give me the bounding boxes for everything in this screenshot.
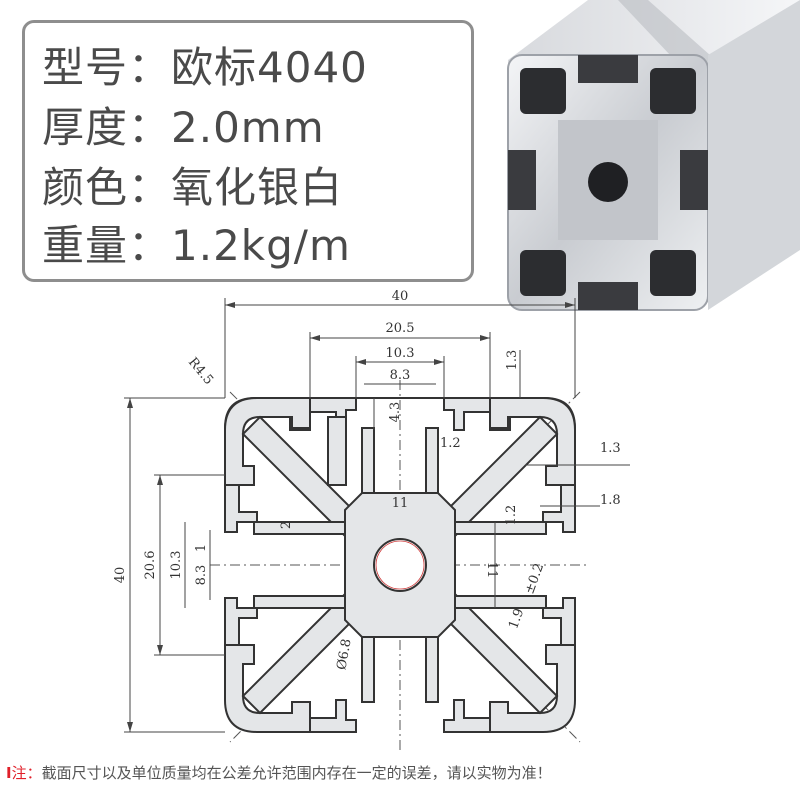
dim-side-open: 8.3 [194, 565, 209, 586]
dim-corner-radius: R4.5 [185, 355, 216, 388]
dim-lip-d: 1.2 [504, 505, 519, 526]
spec-model: 型号：欧标4040 [42, 43, 368, 92]
dim-slot-opening: 8.3 [390, 368, 411, 383]
dim-lip-b: 1.3 [600, 441, 621, 456]
product-photo [507, 0, 800, 311]
dim-diag-wall: 1.9 [506, 607, 527, 632]
dim-lip-c: 1.8 [600, 493, 621, 508]
note-text: 截面尺寸以及单位质量均在公差允许范围内存在一定的误差，请以实物为准！ [41, 764, 552, 782]
note-mark: I [6, 764, 12, 782]
dim-core-height: 11 [484, 562, 499, 579]
dim-side-wall: 2 [279, 521, 294, 529]
dim-overall-height: 40 [113, 567, 128, 584]
dim-tolerance: ±0.2 [522, 561, 547, 596]
dim-slot-outer: 20.5 [386, 321, 415, 336]
footer-note: I注：截面尺寸以及单位质量均在公差允许范围内存在一定的误差，请以实物为准！ [6, 762, 552, 783]
cross-section-drawing: 40 20.5 10.3 8.3 4.3 1.3 1.2 1.3 1.8 1.2… [113, 289, 630, 750]
dim-slot-mid: 10.3 [386, 346, 415, 361]
dim-top-wall: 1.3 [505, 350, 520, 371]
center-bore [373, 538, 427, 592]
dim-lip-a: 1.2 [440, 436, 461, 451]
dim-overall-width: 40 [392, 289, 409, 304]
dim-side-outer: 20.6 [143, 551, 158, 580]
spec-thickness: 厚度：2.0mm [42, 103, 325, 152]
dim-side-lip: 1 [194, 544, 209, 552]
dim-bore: Ø6.8 [334, 638, 354, 671]
dim-slot-depth: 4.3 [388, 402, 403, 423]
spec-color: 颜色：氧化银白 [42, 163, 344, 212]
spec-weight: 重量：1.2kg/m [42, 221, 351, 270]
dim-side-mid: 10.3 [169, 551, 184, 580]
dim-core-width: 11 [392, 496, 409, 511]
spec-box [22, 20, 474, 282]
note-label: 注： [11, 764, 42, 782]
